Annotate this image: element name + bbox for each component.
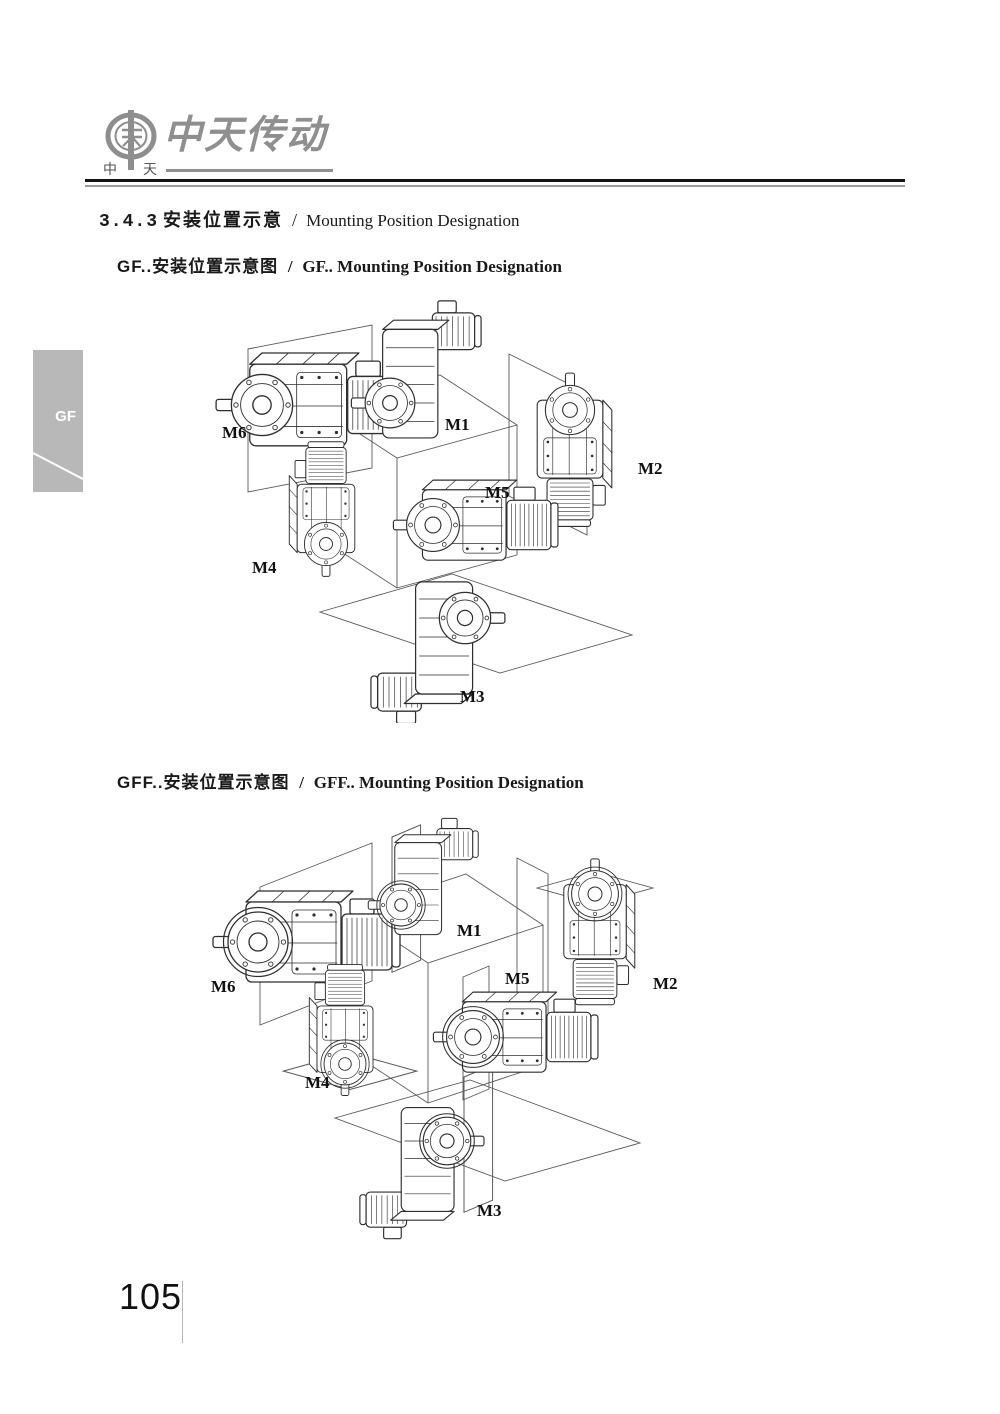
gear-unit-m4 (288, 441, 356, 577)
position-label-m3: M3 (460, 687, 485, 706)
section-heading: 3.4.3 安装位置示意 / Mounting Position Designa… (99, 206, 520, 232)
plane-upper-left (247, 324, 373, 493)
gff-figure-title: GFF..安装位置示意图 / GFF.. Mounting Position D… (117, 773, 584, 792)
gear-unit-m5 (392, 479, 559, 561)
position-label-m4: M4 (252, 558, 277, 577)
position-label-m2: M2 (653, 974, 678, 993)
page-number: 105 (119, 1276, 183, 1317)
wordmark-underline (166, 169, 333, 172)
gf-figure-title: GF..安装位置示意图 / GF.. Mounting Position Des… (117, 257, 562, 276)
position-label-m6: M6 (222, 423, 247, 442)
header-rule-thick (85, 179, 905, 182)
brand-logo-icon: 中 天 (103, 110, 157, 177)
series-side-tab: GF (33, 350, 83, 492)
section-title-cn: 安装位置示意 (163, 210, 284, 230)
gff-mounting-diagram: M6 M1 M5 M2 M4 M3 (211, 808, 678, 1240)
position-label-m2: M2 (638, 459, 663, 478)
logo-seal-right-char: 天 (143, 161, 157, 177)
footer-divider-line (182, 1281, 183, 1343)
header-rule-thin (85, 185, 905, 187)
gff-figure-title-en: GFF.. Mounting Position Designation (313, 773, 584, 792)
gear-unit-m5 (433, 992, 598, 1072)
logo-seal-left-char: 中 (103, 161, 117, 177)
section-title-en: Mounting Position Designation (306, 211, 520, 230)
gf-mounting-diagram: M6 M1 M2 M5 M4 M3 (215, 300, 663, 723)
position-label-m6: M6 (211, 977, 236, 996)
position-label-m3: M3 (477, 1201, 502, 1220)
plane-bottom (333, 1079, 642, 1182)
section-title-separator: / (292, 210, 298, 230)
position-label-m4: M4 (305, 1073, 330, 1092)
gear-unit-m3 (370, 581, 506, 723)
section-number: 3.4.3 (99, 212, 159, 232)
gff-figure-title-cn: GFF..安装位置示意图 (117, 773, 290, 792)
brand-wordmark: 中天传动 (163, 114, 328, 157)
position-label-m1: M1 (445, 415, 470, 434)
side-tab-label: GF (55, 408, 76, 425)
position-label-m5: M5 (485, 483, 510, 502)
gear-unit-m3 (360, 1108, 484, 1239)
gear-unit-m1 (368, 818, 478, 934)
gear-unit-m2 (564, 859, 635, 1005)
position-label-m1: M1 (457, 921, 482, 940)
plane-right (508, 353, 588, 536)
gf-figure-title-en: GF.. Mounting Position Designation (302, 257, 562, 276)
gf-figure-title-cn: GF..安装位置示意图 (117, 257, 279, 276)
position-label-m5: M5 (505, 969, 530, 988)
